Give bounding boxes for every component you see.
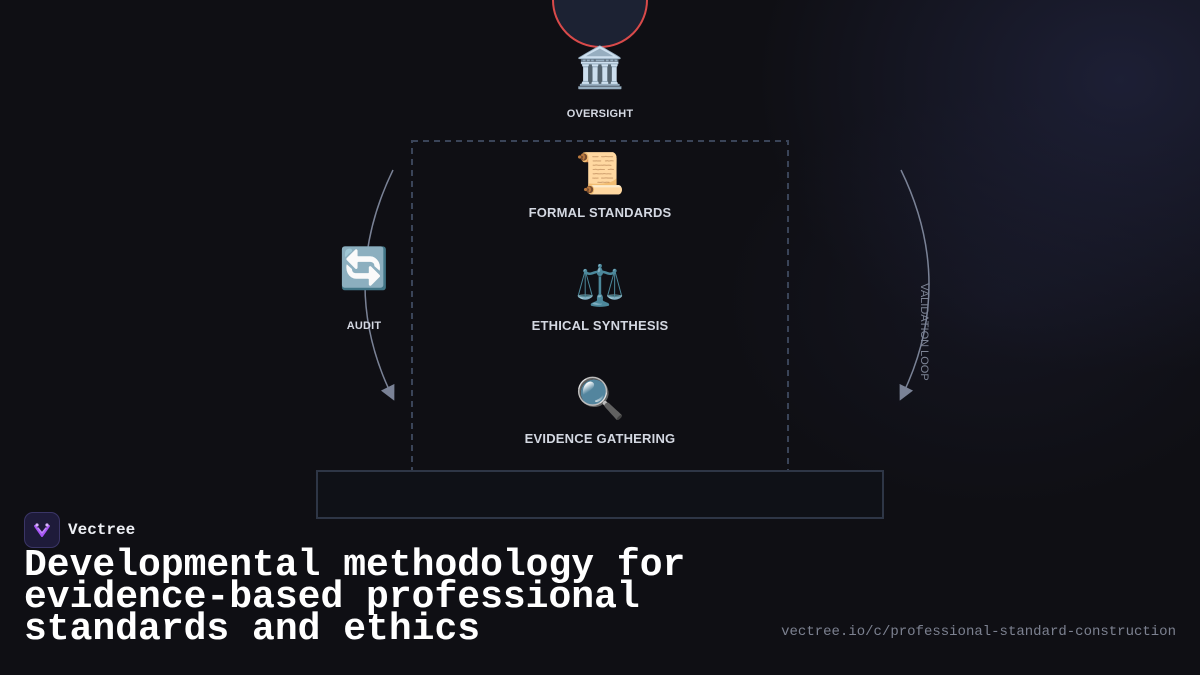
page-title: Developmental methodology for evidence-b… [24, 544, 686, 651]
scroll-icon: 📜 [575, 152, 625, 196]
evidence-gathering-label: EVIDENCE GATHERING [524, 431, 676, 446]
oversight-label: OVERSIGHT [566, 108, 634, 120]
ethical-synthesis-label: ETHICAL SYNTHESIS [531, 318, 669, 333]
audit-label: AUDIT [346, 320, 382, 332]
brand-name: Vectree [68, 521, 136, 539]
brand[interactable]: Vectree [24, 512, 135, 548]
apex-circle [552, 0, 648, 48]
magnifying-glass-icon: 🔍 [575, 377, 625, 421]
validation-arc-arrow [899, 169, 930, 401]
source-url[interactable]: vectree.io/c/professional-standard-const… [781, 624, 1176, 640]
cycle-arrows-icon: 🔄 [339, 247, 389, 291]
audit-arc-arrow [364, 169, 395, 401]
base-platform [316, 470, 884, 519]
formal-standards-label: FORMAL STANDARDS [528, 205, 672, 220]
classical-building-icon: 🏛️ [575, 46, 625, 90]
validation-loop-label: VALIDATION LOOP [918, 283, 930, 381]
vectree-logo-icon [24, 512, 60, 548]
balance-scale-icon: ⚖️ [575, 264, 625, 308]
